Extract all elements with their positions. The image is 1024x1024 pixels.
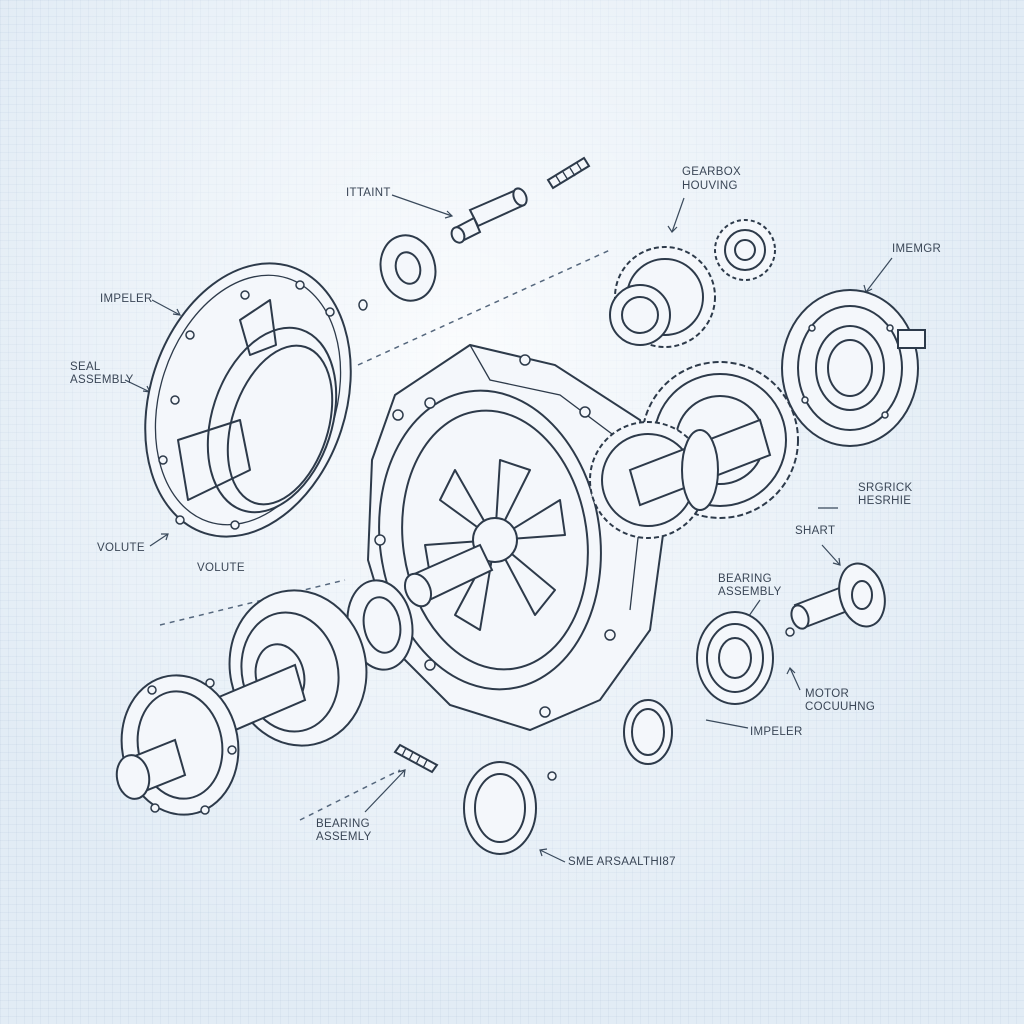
label-bearing-assembly-bottom-line2: ASSEMLY bbox=[316, 831, 372, 843]
pump-housing-part bbox=[366, 343, 667, 732]
gear-train-part bbox=[589, 361, 799, 539]
label-bearing-assembly-right-line1: BEARING bbox=[718, 573, 772, 585]
label-srgrick-line2: HESRHIE bbox=[858, 495, 912, 507]
label-imemgr: IMEMGR bbox=[892, 243, 942, 255]
label-volute-left: VOLUTE bbox=[97, 542, 145, 554]
label-gearbox-housing-line2: HOUVING bbox=[682, 180, 738, 192]
bearing-assembly-part bbox=[696, 611, 774, 705]
label-impeler-bottom: IMPELER bbox=[750, 726, 803, 738]
label-shart: SHART bbox=[795, 525, 836, 537]
pin-part bbox=[450, 187, 528, 244]
set-screw-part bbox=[546, 156, 591, 190]
motor-coupling-part bbox=[115, 663, 307, 816]
small-gear-part bbox=[714, 219, 776, 281]
label-itaint: ITTAINT bbox=[346, 187, 391, 199]
washer-part bbox=[379, 234, 437, 302]
bottom-ring-part bbox=[463, 761, 557, 855]
label-bottom-code: SME ARSAALTHI87 bbox=[568, 856, 676, 868]
label-bearing-assembly-right-line2: ASSEMBLY bbox=[718, 586, 782, 598]
gearbox-gear-part bbox=[609, 246, 716, 348]
label-volute-center: VOLUTE bbox=[197, 562, 245, 574]
bottom-pin-part bbox=[393, 743, 439, 774]
label-motor-coupling-line1: MOTOR bbox=[805, 688, 850, 700]
dowel-part bbox=[358, 299, 368, 311]
label-gearbox-housing-line1: GEARBOX bbox=[682, 166, 741, 178]
drive-shaft-part bbox=[785, 562, 886, 637]
label-impeler-top: IMPELER bbox=[100, 293, 153, 305]
label-srgrick-line1: SRGRICK bbox=[858, 482, 913, 494]
right-bearing-part bbox=[781, 289, 926, 447]
label-seal-assembly-line1: SEAL bbox=[70, 361, 101, 373]
label-seal-assembly-line2: ASSEMBLY bbox=[70, 374, 134, 386]
label-bearing-assembly-bottom-line1: BEARING bbox=[316, 818, 370, 830]
seal-flange-part bbox=[144, 262, 352, 538]
label-motor-coupling-line2: COCUUHNG bbox=[805, 701, 876, 713]
